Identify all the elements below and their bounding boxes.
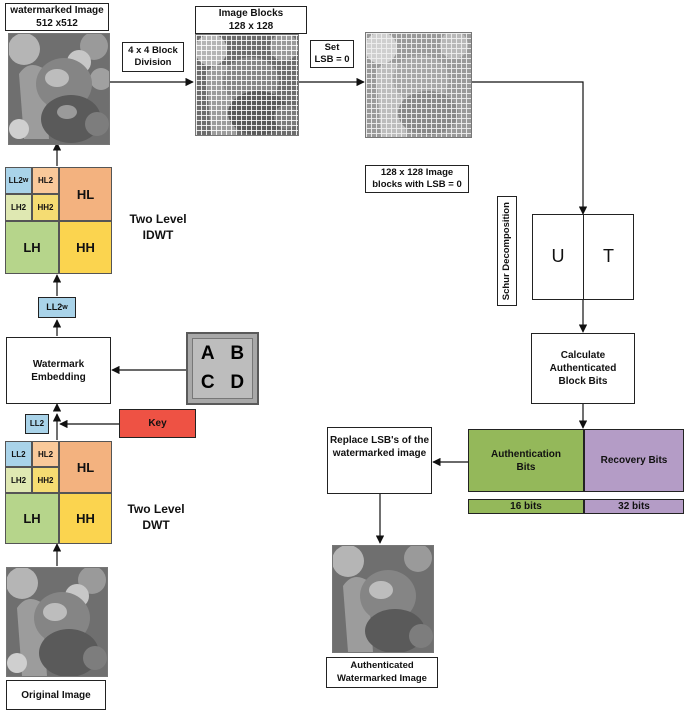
idwt-hl-cell: HL <box>59 167 112 221</box>
dwt-hh2-cell: HH2 <box>32 467 59 493</box>
matrix-d: D <box>230 372 245 394</box>
dwt-lh2-text: LH2 <box>10 475 27 485</box>
original-image <box>6 567 108 677</box>
set-lsb-line2: LSB = 0 <box>314 54 350 65</box>
replace-lsb-text: Replace LSB's of the watermarked image <box>329 435 430 459</box>
replace-lsb-box: Replace LSB's of the watermarked image <box>327 427 432 494</box>
original-image-caption: Original Image <box>6 680 106 710</box>
image-blocks-size-text: 128 x 128 <box>228 21 274 32</box>
authentication-bits-text: Authentication Bits <box>491 448 561 473</box>
watermarked-image-title: watermarked Image 512 x512 <box>5 3 109 31</box>
ll2-box: LL2 <box>25 414 49 434</box>
lsb-caption-line2: blocks with LSB = 0 <box>372 179 462 190</box>
recovery-bits-text: Recovery Bits <box>600 455 668 466</box>
idwt-caption-line1: Two Level <box>129 212 187 226</box>
dwt-hl-cell: HL <box>59 441 112 493</box>
recovery-bits-count: 32 bits <box>584 499 684 514</box>
dwt-lh2-cell: LH2 <box>5 467 32 493</box>
dwt-ll2-cell: LL2 <box>5 441 32 467</box>
idwt-caption: Two Level IDWT <box>118 212 198 243</box>
authentication-bits-count: 16 bits <box>468 499 584 514</box>
watermark-embedding-box: Watermark Embedding <box>6 337 111 404</box>
schur-label-box: Schur Decomposition <box>497 196 517 306</box>
watermarked-size-text: 512 x512 <box>36 18 78 29</box>
idwt-hh2-text: HH2 <box>37 203 54 212</box>
ll2-box-text: LL2 <box>29 418 45 428</box>
dwt-caption-line1: Two Level <box>127 502 185 516</box>
idwt-lh2-text: LH2 <box>10 203 27 212</box>
ll2w-box-text: LL2 <box>46 301 63 312</box>
schur-label-text: Schur Decomposition <box>500 201 512 301</box>
dwt-grid: LL2 HL2 LH2 HH2 HL LH HH <box>5 441 112 544</box>
authenticated-image-caption: Authenticated Watermarked Image <box>326 657 438 688</box>
key-text: Key <box>148 418 167 429</box>
recovery-bits-box: Recovery Bits <box>584 429 684 492</box>
lsb-blocks-image <box>365 32 472 138</box>
idwt-hh-text: HH <box>76 240 95 255</box>
block-division-text: 4 x 4 Block Division <box>128 44 178 68</box>
dwt-lh-cell: LH <box>5 493 59 544</box>
idwt-lh2-cell: LH2 <box>5 194 32 221</box>
ll2w-box-sup: w <box>62 303 68 311</box>
authenticated-caption-text: Authenticated Watermarked Image <box>337 660 427 684</box>
key-box: Key <box>119 409 196 438</box>
idwt-hh-cell: HH <box>59 221 112 274</box>
idwt-ll2w-text: LL2 <box>8 176 23 185</box>
authentication-bits-count-text: 16 bits <box>510 501 542 512</box>
image-blocks-image <box>195 34 299 136</box>
idwt-hl-text: HL <box>76 186 95 202</box>
watermark-embedding-text: Watermark Embedding <box>31 358 86 383</box>
idwt-hl2-text: HL2 <box>37 176 54 185</box>
set-lsb-line1: Set <box>324 41 340 53</box>
schur-t-box: T <box>583 214 634 300</box>
schur-t-text: T <box>603 246 614 267</box>
matrix-c: C <box>200 372 215 394</box>
dwt-hh-cell: HH <box>59 493 112 544</box>
calculate-bits-box: Calculate Authenticated Block Bits <box>531 333 635 404</box>
idwt-lh-text: LH <box>23 240 41 255</box>
dwt-hl2-text: HL2 <box>37 449 54 459</box>
calculate-bits-text: Calculate Authenticated Block Bits <box>549 350 617 387</box>
authentication-bits-box: Authentication Bits <box>468 429 584 492</box>
authenticated-image <box>332 545 434 653</box>
original-image-text: Original Image <box>21 689 91 701</box>
dwt-caption-line2: DWT <box>142 517 170 532</box>
image-blocks-title: Image Blocks 128 x 128 <box>195 6 307 34</box>
abcd-matrix: A B C D <box>186 332 259 405</box>
idwt-caption-line2: IDWT <box>142 227 174 242</box>
block-division-label: 4 x 4 Block Division <box>122 42 184 72</box>
set-lsb-label: Set LSB = 0 <box>310 40 354 68</box>
idwt-lh-cell: LH <box>5 221 59 274</box>
dwt-hh-text: HH <box>76 511 95 526</box>
idwt-hh2-cell: HH2 <box>32 194 59 221</box>
schur-u-box: U <box>532 214 584 300</box>
idwt-hl2-cell: HL2 <box>32 167 59 194</box>
dwt-hl-text: HL <box>76 459 95 475</box>
watermarked-title-text: watermarked Image <box>10 5 104 16</box>
dwt-hl2-cell: HL2 <box>32 441 59 467</box>
idwt-ll2w-sup: w <box>22 177 29 184</box>
dwt-ll2-text: LL2 <box>11 449 26 459</box>
watermarked-image <box>8 33 110 145</box>
image-blocks-title-text: Image Blocks <box>218 8 284 19</box>
dwt-caption: Two Level DWT <box>116 502 196 533</box>
lsb-blocks-caption: 128 x 128 Image blocks with LSB = 0 <box>365 165 469 193</box>
matrix-b: B <box>230 342 245 364</box>
schur-u-text: U <box>551 246 565 267</box>
matrix-a: A <box>200 342 215 364</box>
dwt-hh2-text: HH2 <box>37 475 54 485</box>
recovery-bits-count-text: 32 bits <box>618 501 650 512</box>
dwt-lh-text: LH <box>23 511 41 526</box>
lsb-caption-line1: 128 x 128 Image <box>380 166 454 178</box>
